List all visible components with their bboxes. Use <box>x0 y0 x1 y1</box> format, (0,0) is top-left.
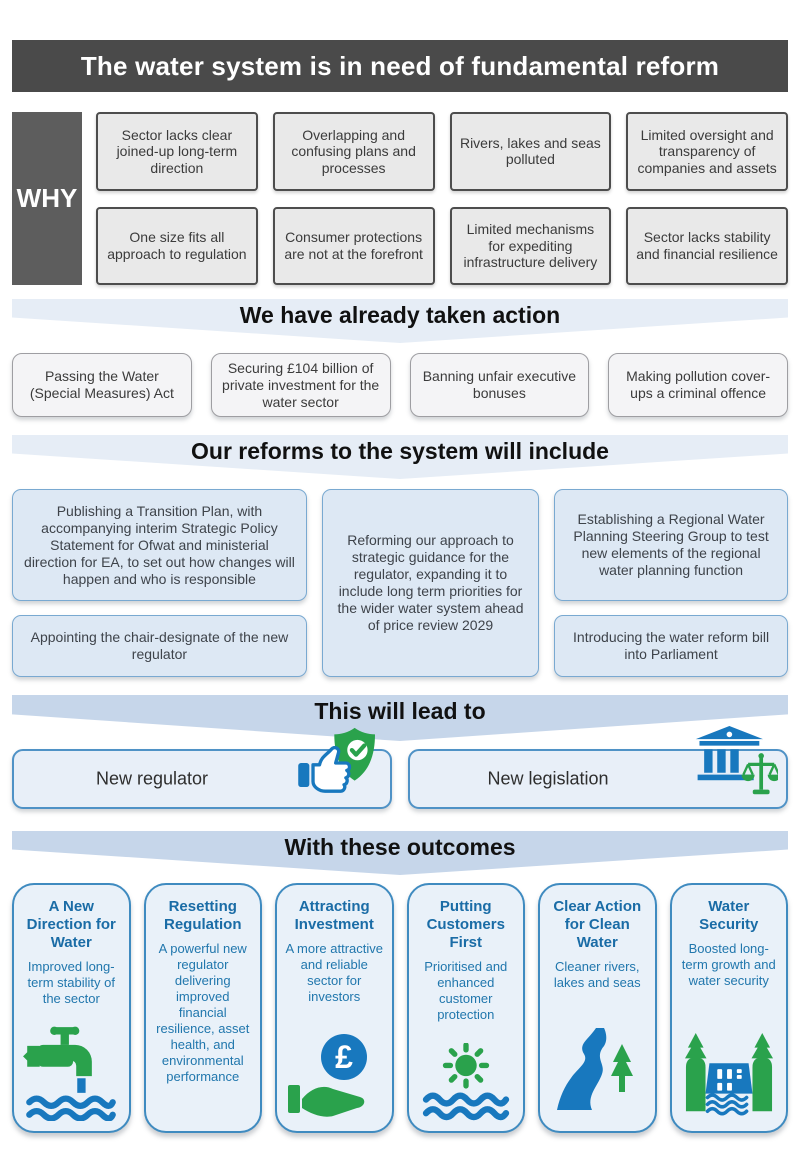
reforms-grid: Publishing a Transition Plan, with accom… <box>12 489 788 677</box>
dam-trees-icon <box>680 1031 778 1121</box>
reform-box: Introducing the water reform bill into P… <box>554 615 788 677</box>
new-regulator-label: New regulator <box>95 768 209 789</box>
bank-scales-icon <box>692 724 781 805</box>
thumbs-up-shield-icon <box>296 726 380 805</box>
faucet-water-icon <box>23 1023 119 1122</box>
card-title: A New Direction for Water <box>26 898 116 951</box>
outcome-card-clean-water: Clear Action for Clean Water Cleaner riv… <box>538 883 657 1133</box>
reforms-middle-column: Reforming our approach to strategic guid… <box>321 489 540 677</box>
banner-reforms: Our reforms to the system will include <box>12 435 788 479</box>
outcome-card-water-security: Water Security Boosted long-term growth … <box>669 883 788 1133</box>
card-body: A more attractive and reliable sector fo… <box>285 941 384 1004</box>
why-box: Limited oversight and transparency of co… <box>626 112 788 191</box>
action-box: Making pollution cover-ups a criminal of… <box>608 353 788 417</box>
action-box: Banning unfair executive bonuses <box>409 353 590 417</box>
why-box: Consumer protections are not at the fore… <box>272 206 435 285</box>
card-title: Clear Action for Clean Water <box>553 898 642 951</box>
new-legislation-label: New legislation <box>487 768 609 789</box>
outcomes-row: A New Direction for Water Improved long-… <box>12 883 788 1133</box>
reforms-right-column: Establishing a Regional Water Planning S… <box>554 489 788 677</box>
river-tree-icon <box>552 1023 642 1121</box>
header-bar: The water system is in need of fundament… <box>12 40 788 92</box>
why-box: Overlapping and confusing plans and proc… <box>272 112 435 191</box>
actions-row: Passing the Water (Special Measures) Act… <box>12 353 788 417</box>
outcome-card-resetting-regulation: Resetting Regulation A powerful new regu… <box>143 883 262 1133</box>
reforms-left-column: Publishing a Transition Plan, with accom… <box>12 489 307 677</box>
new-legislation-box: New legislation <box>408 726 788 809</box>
reform-box: Reforming our approach to strategic guid… <box>321 489 540 677</box>
lead-to-row: New regulator New legislation <box>12 726 788 809</box>
hand-coin-icon: £ <box>288 1029 380 1121</box>
outcome-card-attracting-investment: Attracting Investment A more attractive … <box>275 883 394 1133</box>
card-body: Boosted long-term growth and water secur… <box>681 941 776 988</box>
why-grid: Sector lacks clear joined-up long-term d… <box>96 112 788 285</box>
banner-taken-action: We have already taken action <box>12 299 788 343</box>
action-box: Securing £104 billion of private investm… <box>210 353 391 417</box>
banner-lead-to: This will lead to <box>12 695 788 741</box>
card-body: Prioritised and enhanced customer protec… <box>424 959 508 1022</box>
card-title: Water Security <box>699 898 759 933</box>
why-box: Rivers, lakes and seas polluted <box>449 112 612 191</box>
page-title: The water system is in need of fundament… <box>80 50 720 81</box>
reform-box: Establishing a Regional Water Planning S… <box>554 489 788 601</box>
action-box: Passing the Water (Special Measures) Act <box>12 353 192 417</box>
card-title: Attracting Investment <box>294 898 374 933</box>
new-regulator-box: New regulator <box>12 727 392 809</box>
why-box: Limited mechanisms for expediting infras… <box>449 206 612 285</box>
card-body: A powerful new regulator delivering impr… <box>156 941 250 1084</box>
why-label-box: WHY <box>12 112 82 285</box>
card-title: Putting Customers First <box>426 898 505 951</box>
why-box: Sector lacks clear joined-up long-term d… <box>96 112 258 191</box>
why-box: Sector lacks stability and financial res… <box>626 206 788 285</box>
card-title: Resetting Regulation <box>164 898 242 933</box>
outcome-card-new-direction: A New Direction for Water Improved long-… <box>12 883 131 1133</box>
svg-text:£: £ <box>335 1039 353 1075</box>
reform-box: Appointing the chair-designate of the ne… <box>12 615 307 677</box>
banner-outcomes: With these outcomes <box>12 831 788 875</box>
why-label: WHY <box>16 183 78 213</box>
why-section: WHY Sector lacks clear joined-up long-te… <box>12 112 788 285</box>
why-box: One size fits all approach to regulation <box>96 206 258 285</box>
outcome-card-putting-customers-first: Putting Customers First Prioritised and … <box>406 883 525 1133</box>
sun-waves-icon <box>422 1042 510 1121</box>
card-body: Improved long-term stability of the sect… <box>27 959 115 1006</box>
card-body: Cleaner rivers, lakes and seas <box>553 959 641 990</box>
reform-box: Publishing a Transition Plan, with accom… <box>12 489 307 601</box>
